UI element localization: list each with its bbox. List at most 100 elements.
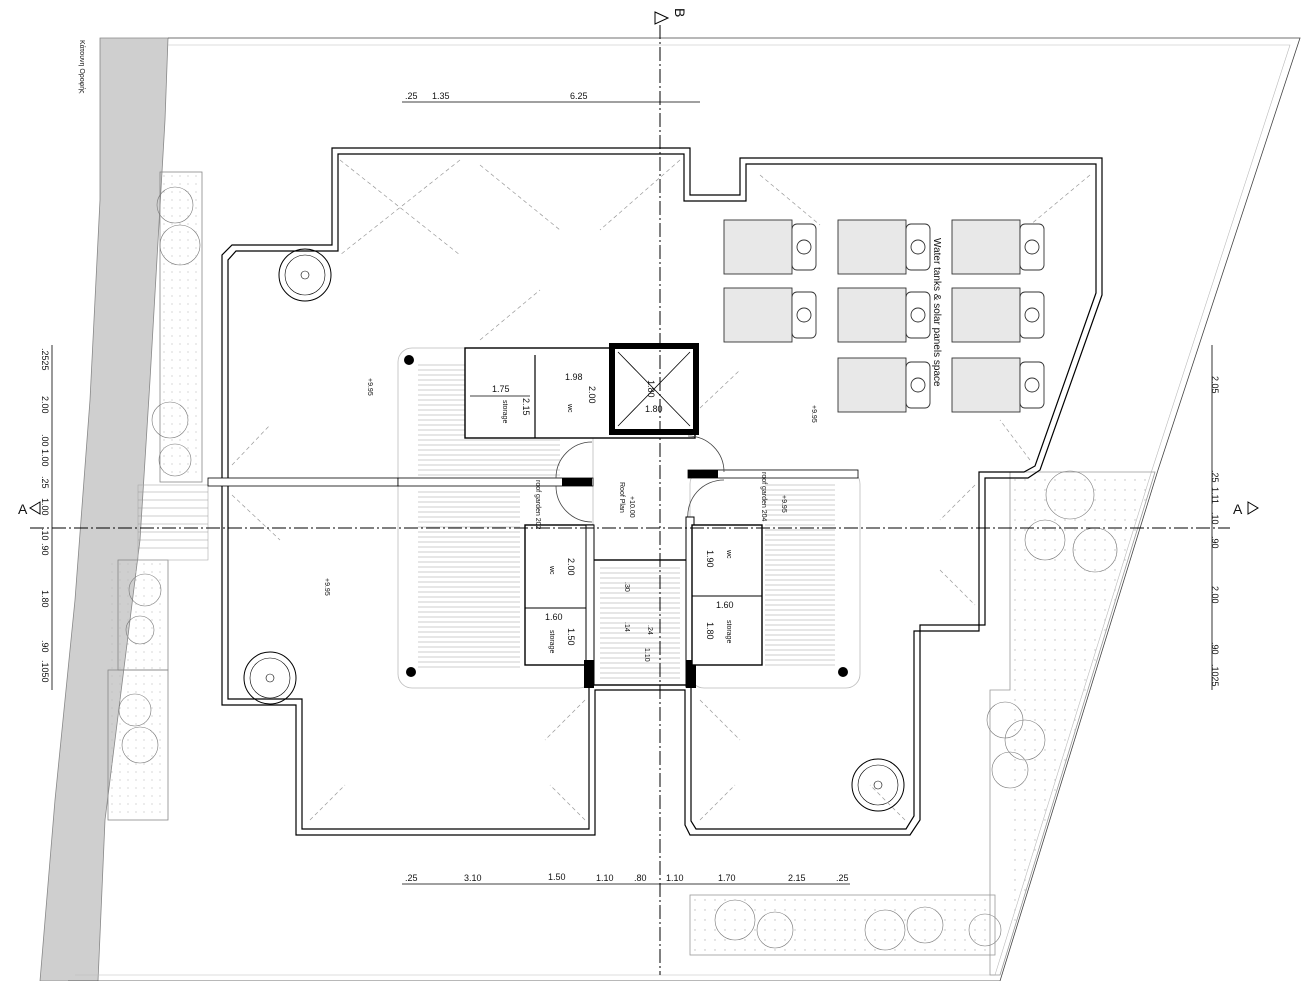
core-bottom-right [691,524,763,666]
level-marker-4: +9.95 [323,578,330,596]
solar-panel [723,219,817,275]
columns [404,355,848,677]
lift-width: 1.80 [645,404,663,414]
core-top [464,347,696,439]
section-marker-a-right: A [1233,501,1243,517]
left-garden-1 [159,171,203,483]
left-bridge [137,484,209,561]
drainage-lines [231,159,1091,821]
left-dim-9: .90 [40,640,50,653]
central-stair [592,559,689,686]
roof-garden-202-label: roof garden 202 [534,480,541,530]
garden-hatching [111,175,1146,951]
wc-left-height: 2.00 [566,558,576,576]
left-dim-1: .2525 [40,348,50,371]
bottom-dim-7: 1.70 [718,873,736,883]
stair-dim-4: 1.10 [643,648,650,662]
terrace-west [221,147,1103,836]
wc-top-width: 1.98 [565,372,583,382]
left-dim-10: .1050 [40,660,50,683]
water-tanks-label: Water tanks & solar panels space [931,238,942,387]
left-dim-4: .25 [40,476,50,489]
left-dim-7: .90 [40,543,50,556]
right-dim-6: 2.00 [1210,586,1220,604]
right-dim-5: .90 [1210,536,1220,549]
plot-inner-boundary [75,44,1291,976]
roof-plan-label: Roof Plan [618,482,625,513]
level-marker-2: +9.95 [810,405,817,423]
parapet-black-e [688,470,718,478]
roof-garden-204-label: roof garden 204 [760,472,767,522]
section-marker-b: B [672,8,688,17]
wc-top-height: 2.00 [587,386,597,404]
left-garden-3 [107,669,169,821]
roof-plan-level: +10.00 [628,496,635,518]
left-dim-3: .00 1.00 [40,434,50,467]
bottom-dim-1: .25 [405,873,418,883]
solar-panel [837,219,931,275]
door-arc-1 [555,441,593,479]
lift-height: 1.80 [646,380,656,398]
plot-boundary [68,37,1301,981]
solar-panel [951,287,1045,343]
right-dim-4: .10 [1210,512,1220,525]
wc-top-label: wc [566,403,573,413]
right-dim-1: 2.05 [1210,376,1220,394]
spiral-stair-nw [278,248,332,302]
left-dim-6: .10 [40,528,50,541]
parapet-black-w [562,478,592,486]
wc-left-label: wc [548,565,555,575]
solar-panel [951,357,1045,413]
storage-left-label: storage [548,630,555,653]
spiral-stair-se [851,758,905,812]
parapet-west [207,477,399,487]
stair-steps-east [765,484,835,666]
left-dim-2: 2.00 [40,396,50,414]
spiral-stair-sw [243,651,297,705]
top-dim-1: .25 [405,91,418,101]
street-label: Κάτουνη Οροφής [78,40,86,94]
storage-top-label: storage [501,400,508,423]
right-dim-7: .90 [1210,642,1220,655]
level-marker-3: +9.95 [780,495,787,513]
storage-top-width: 1.75 [492,384,510,394]
street-strip [39,37,169,981]
bottom-dim-6: 1.10 [666,873,684,883]
storage-left-height: 1.50 [566,628,576,646]
terrace-west-inner [227,153,1097,830]
bottom-dim-5: .80 [634,873,647,883]
door-arc-3 [687,435,725,473]
door-arc-4 [687,479,725,521]
bottom-dim-8: 2.15 [788,873,806,883]
solar-panels [723,219,1045,413]
storage-right-width: 1.60 [716,600,734,610]
top-dim-2: 1.35 [432,91,450,101]
solar-panel [837,357,931,413]
storage-top-height: 2.15 [521,398,531,416]
bottom-garden [689,894,996,956]
wc-right-label: wc [725,549,732,559]
central-stair-treads [600,567,680,679]
section-marker-a-left: A [18,501,28,517]
core-bottom-left [524,524,594,666]
stair-dim-2: .14 [623,622,630,632]
stair-dim-3: .24 [646,625,653,635]
wc-right-height: 1.90 [705,550,715,568]
right-dim-8: .1025 [1210,664,1220,687]
right-dim-2: .25 [1210,470,1220,483]
bottom-dim-3: 1.50 [548,872,566,882]
top-dim-3: 6.25 [570,91,588,101]
storage-right-label: storage [725,620,732,643]
level-marker-1: +9.95 [366,378,373,396]
solar-panel [951,219,1045,275]
solar-panel [837,287,931,343]
left-dim-8: 1.80 [40,590,50,608]
stair-dim-1: .30 [623,582,630,592]
storage-left-width: 1.60 [545,612,563,622]
bottom-dim-4: 1.10 [596,873,614,883]
bottom-dim-9: .25 [836,873,849,883]
bottom-dim-2: 3.10 [464,873,482,883]
lift-shaft [609,343,699,435]
solar-panel [723,287,817,343]
